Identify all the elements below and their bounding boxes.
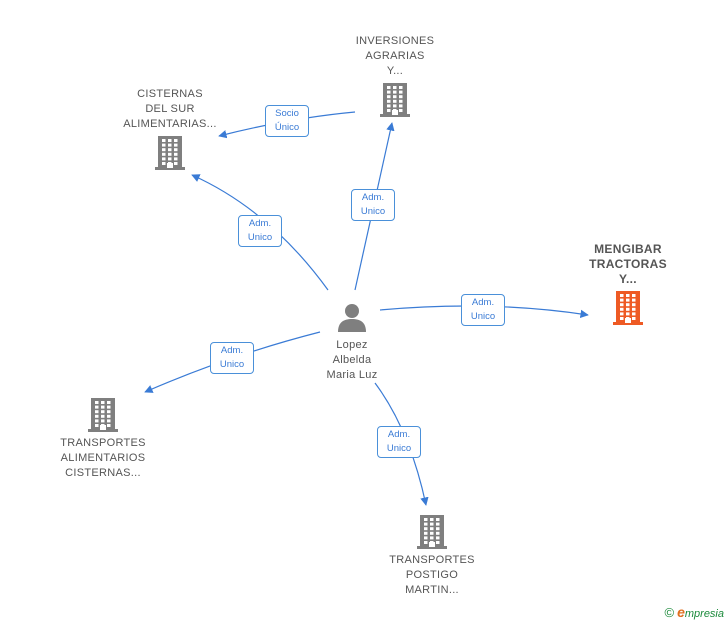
building-icon [613, 291, 643, 325]
edge-label-line: Adm. [220, 345, 244, 356]
building-icon [380, 83, 410, 117]
edge-label-line: Adm. [387, 429, 411, 440]
copyright-symbol: © [664, 605, 675, 620]
company-label-line: MENGIBAR [594, 242, 662, 256]
edge-label-center-mengibar[interactable]: Adm. Unico [461, 294, 505, 326]
person-node[interactable]: Lopez Albelda Maria Luz [314, 302, 390, 383]
edge-label-line: Unico [247, 232, 273, 243]
edge-label-inversiones-cisternas[interactable]: Socio Único [265, 105, 309, 137]
company-label: CISTERNAS DEL SUR ALIMENTARIAS... [115, 87, 225, 132]
edge-label-line: Unico [360, 206, 386, 217]
edge-label-center-cisternas[interactable]: Adm. Unico [238, 215, 282, 247]
building-icon [155, 136, 185, 170]
company-label-line: ALIMENTARIAS... [123, 118, 217, 130]
company-label: TRANSPORTES POSTIGO MARTIN... [380, 553, 484, 598]
building-icon [88, 398, 118, 432]
company-label-line: MARTIN... [405, 584, 459, 596]
edge-label-line: Unico [470, 311, 496, 322]
company-label-line: Y... [619, 272, 637, 286]
company-label-line: CISTERNAS [137, 88, 203, 100]
person-name-line: Maria Luz [326, 369, 378, 381]
edge-label-line: Adm. [471, 297, 495, 308]
building-icon [417, 515, 447, 549]
company-label: MENGIBAR TRACTORAS Y... [580, 242, 676, 287]
company-label-line: DEL SUR [145, 103, 195, 115]
company-label-line: TRACTORAS [589, 257, 667, 271]
company-label-line: ALIMENTARIOS [60, 452, 146, 464]
person-icon [338, 304, 366, 332]
edge-label-line: Único [274, 122, 300, 133]
company-node-cisternas-sur[interactable]: CISTERNAS DEL SUR ALIMENTARIAS... [115, 87, 225, 170]
edge-label-line: Socio [275, 108, 299, 119]
company-node-transportes-postigo[interactable]: TRANSPORTES POSTIGO MARTIN... [380, 513, 484, 598]
company-label-line: Y... [386, 65, 404, 77]
brand-name: mpresia [684, 608, 724, 620]
empresia-logo[interactable]: ©empresia [664, 604, 724, 620]
edge-label-line: Unico [386, 443, 412, 454]
company-label-line: POSTIGO [405, 569, 459, 581]
person-name-line: Albelda [332, 354, 372, 366]
company-label-line: TRANSPORTES [389, 554, 475, 566]
edge-label-center-alimentarios[interactable]: Adm. Unico [210, 342, 254, 374]
company-label-line: TRANSPORTES [60, 437, 146, 449]
company-label-line: AGRARIAS [365, 50, 425, 62]
person-name: Lopez Albelda Maria Luz [314, 338, 390, 383]
company-label-line: INVERSIONES [355, 35, 435, 47]
company-label: INVERSIONES AGRARIAS Y... [345, 34, 445, 79]
edge-label-center-postigo[interactable]: Adm. Unico [377, 426, 421, 458]
edge-label-center-inversiones[interactable]: Adm. Unico [351, 189, 395, 221]
edge-label-line: Adm. [361, 192, 385, 203]
company-node-inversiones[interactable]: INVERSIONES AGRARIAS Y... [345, 34, 445, 117]
person-name-line: Lopez [336, 339, 368, 351]
company-node-mengibar[interactable]: MENGIBAR TRACTORAS Y... [580, 242, 676, 325]
edge-label-line: Adm. [248, 218, 272, 229]
brand-initial: e [677, 604, 685, 620]
company-label-line: CISTERNAS... [65, 467, 141, 479]
company-label: TRANSPORTES ALIMENTARIOS CISTERNAS... [48, 436, 158, 481]
edge-label-line: Unico [219, 359, 245, 370]
company-node-transportes-alimentarios[interactable]: TRANSPORTES ALIMENTARIOS CISTERNAS... [48, 396, 158, 481]
